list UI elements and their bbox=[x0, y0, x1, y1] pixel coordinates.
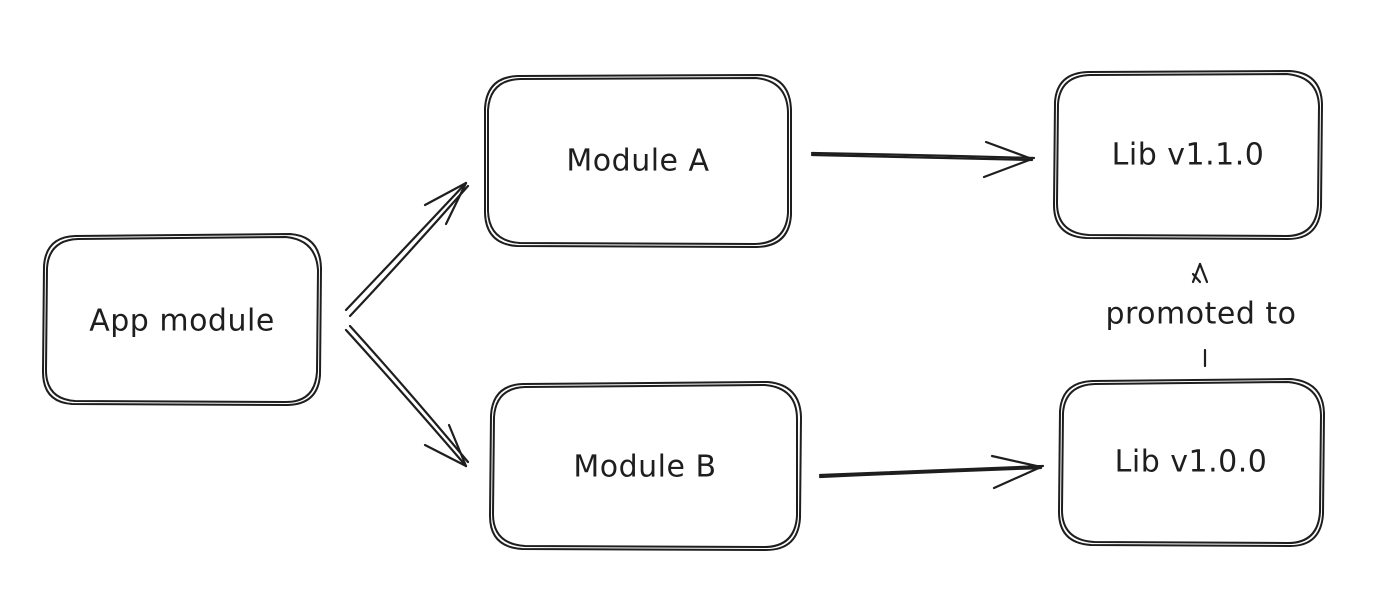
lib-v110-label: Lib v1.1.0 bbox=[1111, 137, 1265, 173]
module-a-label: Module A bbox=[566, 143, 710, 179]
promoted-to-label: promoted to bbox=[1105, 296, 1297, 332]
arrow-app-to-module-a bbox=[344, 181, 470, 318]
lib-v110-box[interactable] bbox=[1053, 70, 1323, 240]
app-module-box[interactable] bbox=[42, 233, 322, 406]
arrow-module-a-to-lib-v110 bbox=[810, 140, 1036, 179]
arrow-module-b-to-lib-v100 bbox=[818, 454, 1045, 490]
lib-v100-label: Lib v1.0.0 bbox=[1114, 444, 1268, 480]
arrow-lib-v100-to-lib-v110 bbox=[1191, 262, 1209, 368]
app-module-label: App module bbox=[89, 303, 275, 339]
arrow-app-to-module-b bbox=[344, 324, 470, 468]
module-b-box[interactable] bbox=[489, 381, 802, 551]
lib-v100-box[interactable] bbox=[1058, 378, 1325, 547]
module-b-label: Module B bbox=[573, 449, 717, 485]
module-a-box[interactable] bbox=[484, 74, 792, 248]
